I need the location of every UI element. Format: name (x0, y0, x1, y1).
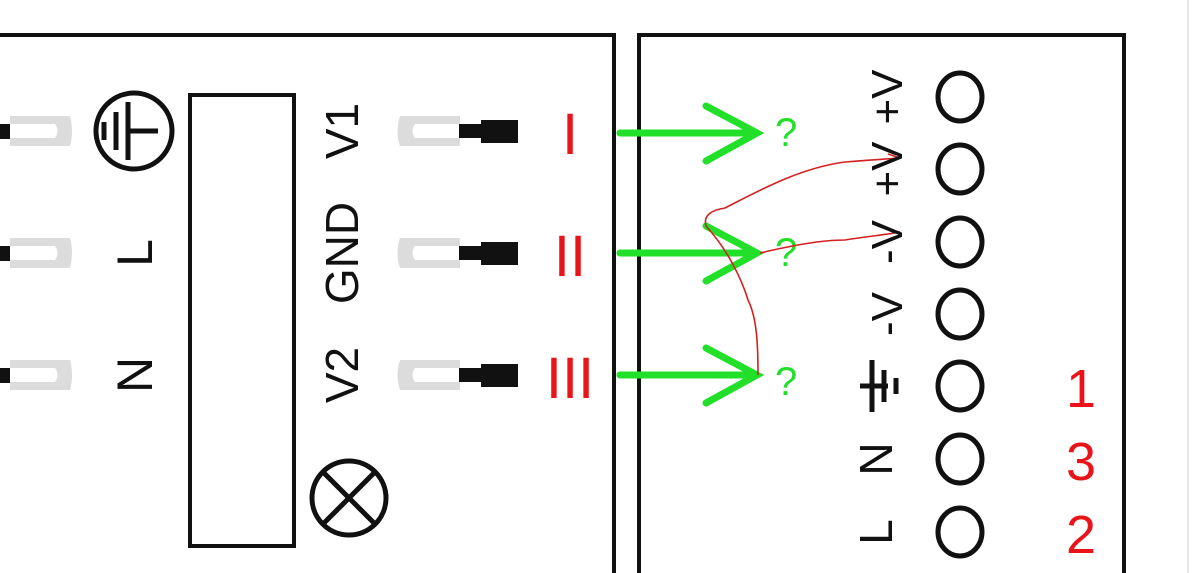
terminal-label-plus-v-1: +V (863, 69, 912, 125)
output-label-gnd: GND (316, 202, 368, 304)
terminal-plus-v-1 (935, 70, 985, 124)
red-number-1: 1 (1066, 359, 1096, 419)
terminal-label-l: L (850, 519, 902, 545)
green-arrow-3 (616, 344, 765, 407)
input-connector-n (0, 360, 72, 390)
marker-iii: III (546, 346, 594, 411)
earth-ground-icon (93, 90, 175, 172)
terminal-label-minus-v-1: -V (863, 219, 912, 264)
input-label-n: N (107, 357, 163, 393)
output-label-v2: V2 (316, 347, 368, 403)
lamp-icon (309, 458, 389, 538)
terminal-label-plus-v-2: +V (863, 141, 912, 197)
ground-icon (860, 360, 899, 412)
terminal-minus-v-2 (935, 287, 985, 341)
marker-i: I (562, 102, 578, 167)
output-connector-v1 (397, 116, 518, 146)
terminal-ground (935, 359, 985, 413)
terminal-label-n: N (850, 442, 902, 475)
question-mark-1: ? (775, 111, 797, 155)
output-connector-gnd (397, 238, 518, 268)
marker-ii: II (554, 224, 586, 289)
input-connector-l (0, 238, 72, 268)
green-arrow-1 (616, 102, 765, 165)
terminal-plus-v-2 (935, 142, 985, 196)
input-connector-earth (0, 116, 72, 146)
red-number-2: 2 (1066, 505, 1096, 565)
terminal-label-minus-v-2: -V (863, 291, 912, 336)
terminal-l (935, 505, 985, 559)
question-mark-2: ? (775, 231, 797, 275)
green-arrow-2 (616, 222, 765, 285)
red-number-3: 3 (1066, 432, 1096, 492)
output-label-v1: V1 (316, 103, 368, 159)
output-connector-v2 (397, 360, 518, 390)
input-label-l: L (107, 239, 163, 267)
terminal-minus-v-1 (935, 215, 985, 269)
left-module-box (0, 33, 616, 573)
module-body (188, 93, 296, 548)
red-wiring-annotation (704, 153, 903, 376)
right-module-box (637, 33, 1126, 573)
terminal-n (935, 432, 985, 486)
question-mark-3: ? (775, 360, 797, 404)
